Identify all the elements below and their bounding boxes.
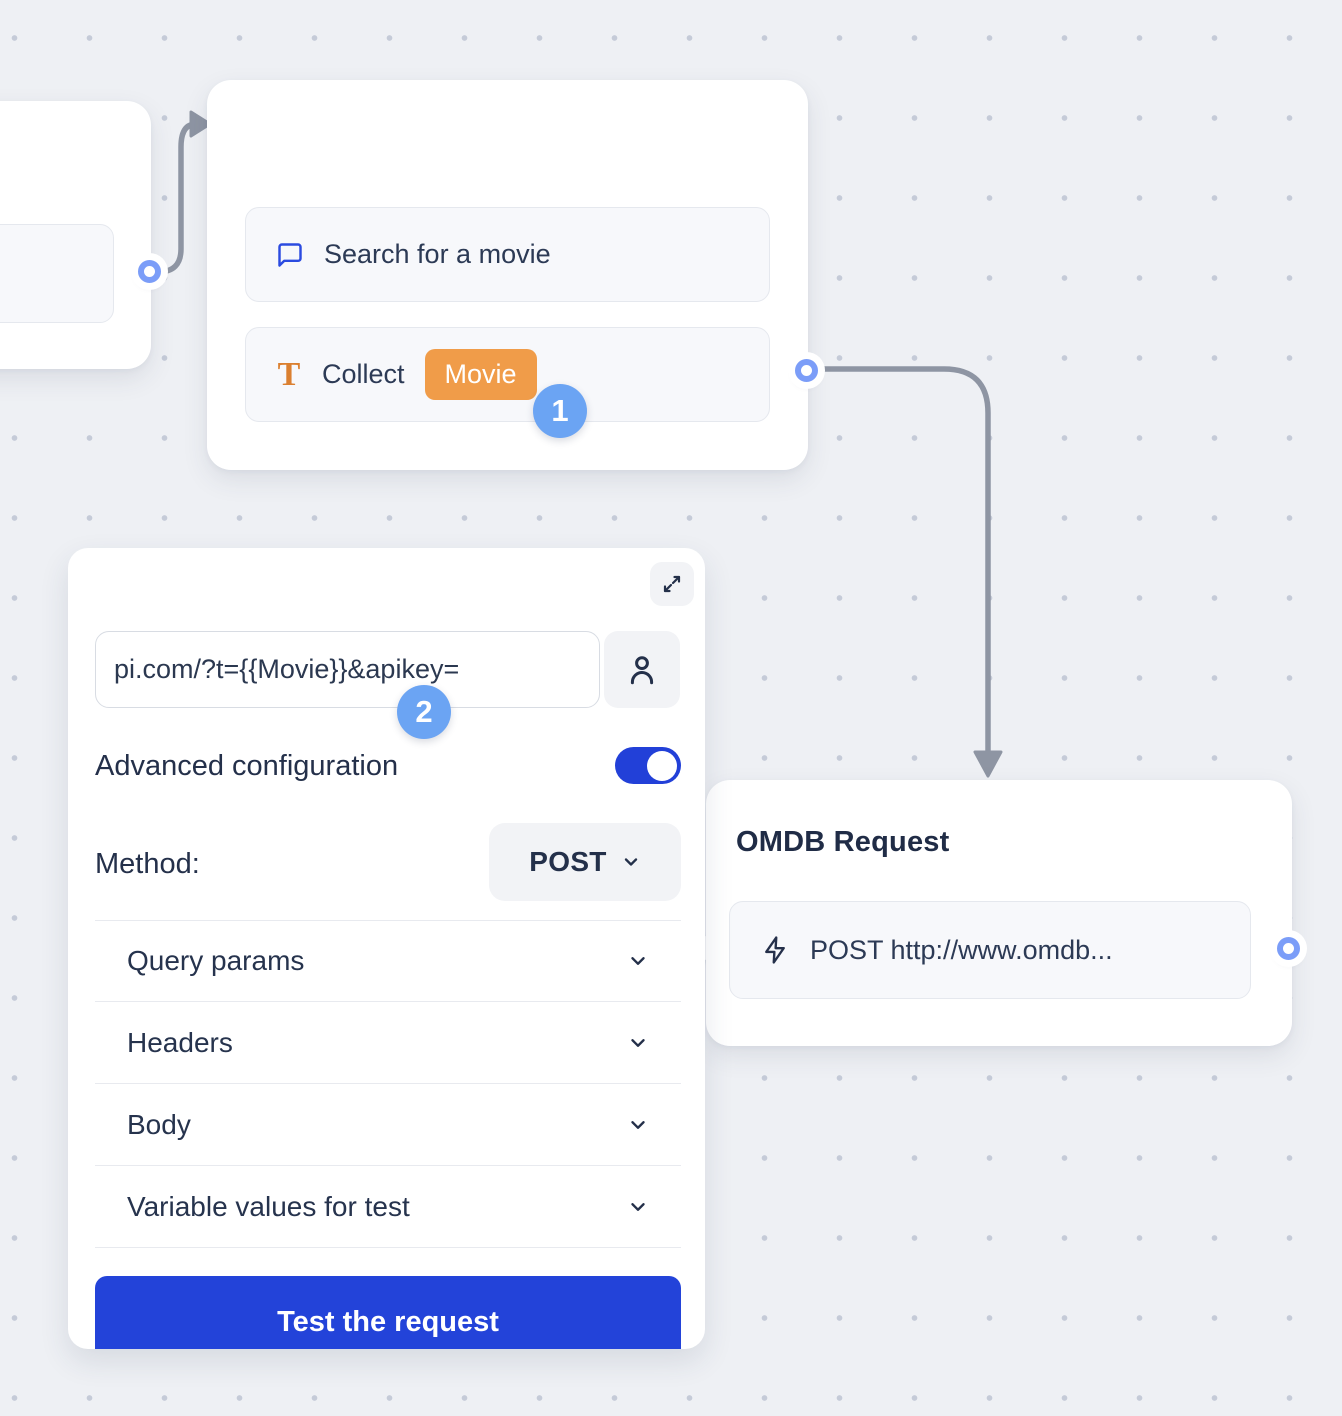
accordion-body[interactable]: Body xyxy=(95,1085,681,1165)
chevron-down-icon xyxy=(627,1114,649,1136)
accordion-label: Query params xyxy=(127,945,305,976)
user-icon xyxy=(624,652,660,688)
chat-bubble-icon xyxy=(276,241,304,269)
divider xyxy=(95,920,681,921)
omdb-request-node-card[interactable]: OMDB Request POST http://www.omdb... xyxy=(706,780,1292,1046)
expand-icon xyxy=(660,572,684,596)
node-title: OMDB Request xyxy=(736,826,950,858)
user-variable-button[interactable] xyxy=(604,631,680,708)
webhook-row-label: POST http://www.omdb... xyxy=(810,934,1113,965)
collect-row[interactable]: T Collect Movie xyxy=(245,327,770,422)
zap-icon xyxy=(760,935,790,965)
connector-line xyxy=(147,121,199,275)
request-config-panel: Advanced configuration Method: POST Quer… xyxy=(68,548,705,1349)
method-label: Method: xyxy=(95,848,200,880)
connector-arrow xyxy=(189,110,212,138)
collect-row-label: Collect xyxy=(322,359,405,389)
toggle-knob xyxy=(647,750,677,781)
advanced-configuration-label: Advanced configuration xyxy=(95,750,399,782)
divider xyxy=(95,1165,681,1166)
text-icon: T xyxy=(277,355,301,393)
divider xyxy=(95,1001,681,1002)
partial-node-row[interactable] xyxy=(0,224,114,323)
divider xyxy=(95,1247,681,1248)
chevron-down-icon xyxy=(627,1032,649,1054)
method-dropdown[interactable]: POST xyxy=(489,823,681,901)
webhook-row[interactable]: POST http://www.omdb... xyxy=(729,901,1251,999)
step-1-badge: 1 xyxy=(533,384,587,438)
accordion-headers[interactable]: Headers xyxy=(95,1003,681,1083)
advanced-configuration-toggle[interactable] xyxy=(615,747,681,784)
request-url-input[interactable] xyxy=(95,631,600,708)
method-value: POST xyxy=(529,846,607,877)
output-port[interactable] xyxy=(795,359,818,382)
connector-arrow xyxy=(973,750,1003,778)
movie-search-node-card[interactable]: Movie search Search for a movie T Collec… xyxy=(207,80,808,470)
accordion-label: Variable values for test xyxy=(127,1191,410,1222)
accordion-label: Body xyxy=(127,1109,191,1140)
variable-chip: Movie xyxy=(424,349,537,400)
partial-node-card[interactable] xyxy=(0,101,151,369)
accordion-label: Headers xyxy=(127,1027,233,1058)
accordion-variable-values[interactable]: Variable values for test xyxy=(95,1167,681,1247)
question-row-label: Search for a movie xyxy=(324,239,551,269)
chevron-down-icon xyxy=(627,1196,649,1218)
chevron-down-icon xyxy=(627,950,649,972)
output-port[interactable] xyxy=(1277,937,1300,960)
step-2-badge: 2 xyxy=(397,685,451,739)
accordion-query-params[interactable]: Query params xyxy=(95,921,681,1001)
expand-button[interactable] xyxy=(650,562,694,606)
test-request-button[interactable]: Test the request xyxy=(95,1276,681,1349)
connector-line xyxy=(815,366,991,755)
output-port[interactable] xyxy=(138,260,161,283)
question-row[interactable]: Search for a movie xyxy=(245,207,770,302)
chevron-down-icon xyxy=(621,852,641,872)
divider xyxy=(95,1083,681,1084)
